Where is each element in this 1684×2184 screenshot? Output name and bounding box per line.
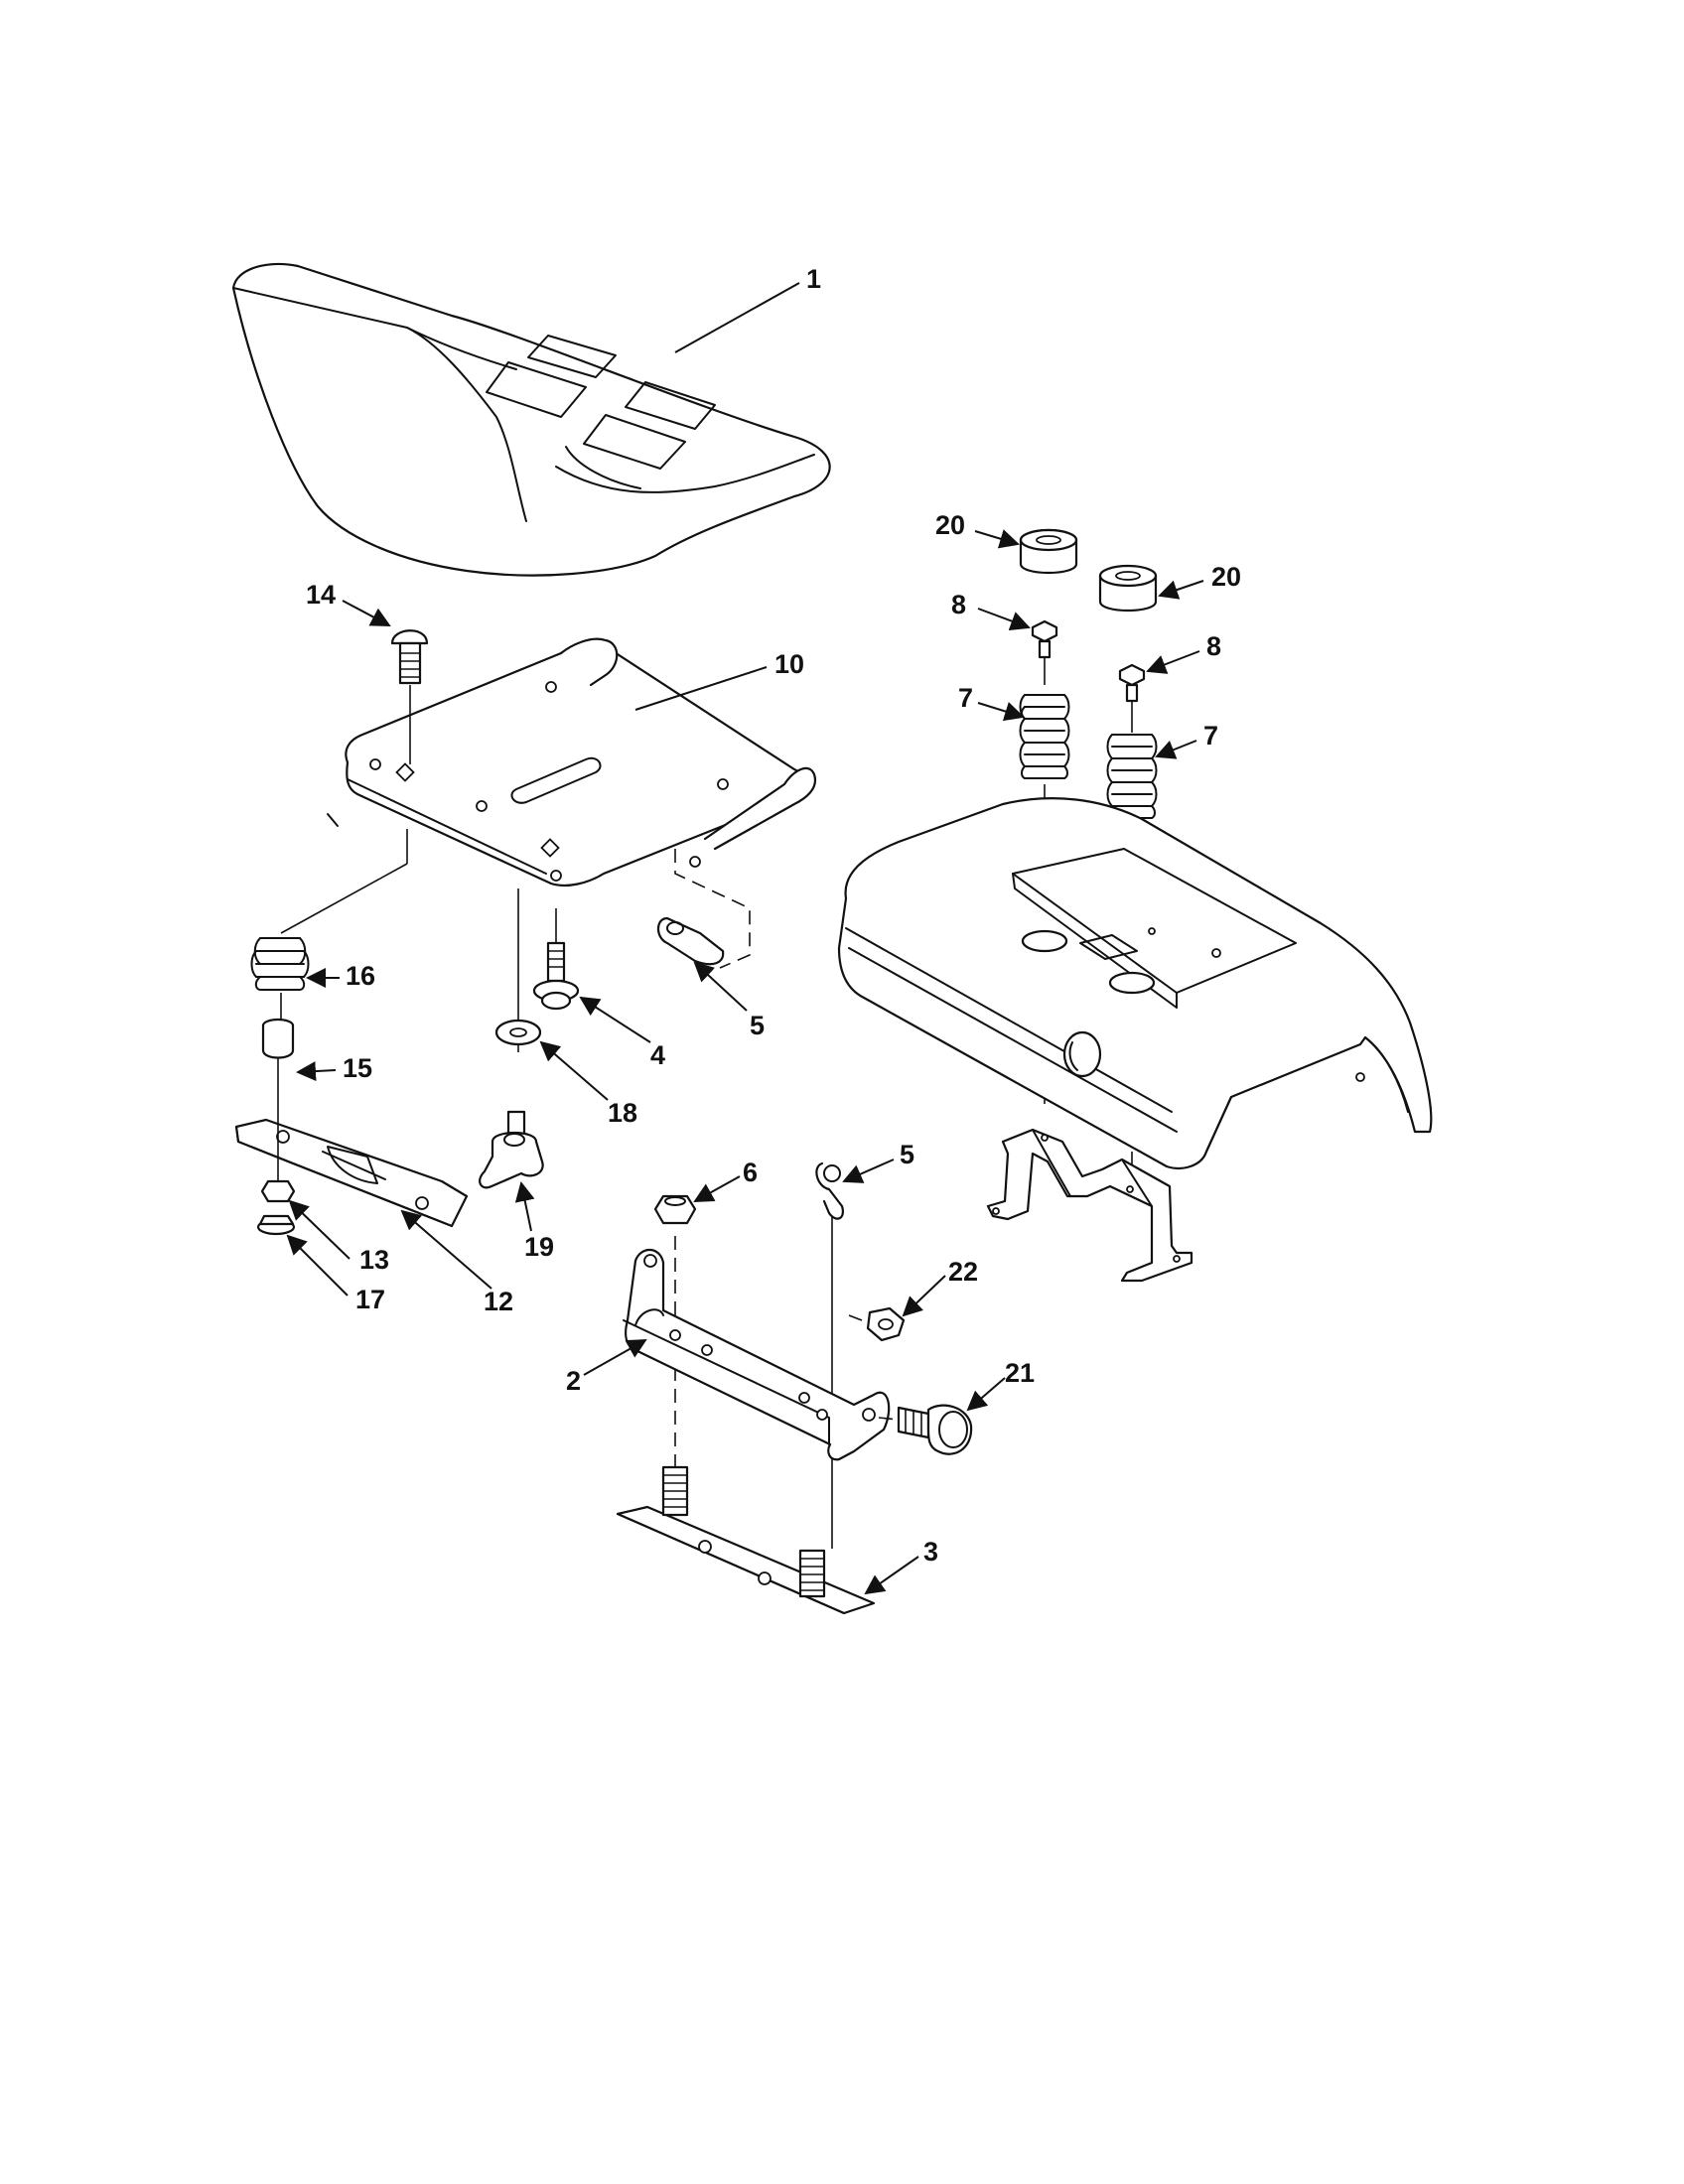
washer <box>494 1019 542 1046</box>
callout-15: 15 <box>343 1053 372 1083</box>
callout-20-left: 20 <box>935 510 965 540</box>
pivot-bracket <box>623 1248 891 1461</box>
leader-10 <box>634 666 768 711</box>
leader-3 <box>864 1556 919 1595</box>
leader-15 <box>296 1061 337 1082</box>
leader-19 <box>514 1181 535 1232</box>
lock-nut <box>866 1306 906 1342</box>
callout-7-right: 7 <box>1203 721 1218 751</box>
mounting-plate <box>616 1465 876 1615</box>
leader-17 <box>286 1234 349 1297</box>
callout-4: 4 <box>650 1040 665 1070</box>
leader-7-left <box>977 702 1025 722</box>
leader-12 <box>400 1209 492 1290</box>
nut-13 <box>260 1179 296 1203</box>
leader-6 <box>693 1175 741 1202</box>
seat <box>231 262 831 577</box>
callout-20-right: 20 <box>1211 562 1241 592</box>
leader-5-lower <box>842 1159 895 1183</box>
clip-lower <box>815 1161 844 1220</box>
shoulder-bolt <box>532 941 580 1011</box>
callout-5-lower: 5 <box>900 1140 914 1169</box>
flange-nut-17 <box>256 1214 296 1236</box>
leader-8-left <box>977 608 1031 631</box>
carriage-bolt <box>390 629 429 764</box>
leader-1 <box>674 282 800 353</box>
clip-upper <box>656 916 725 966</box>
hex-nut <box>653 1194 697 1225</box>
leader-22 <box>902 1275 946 1317</box>
seat-pan <box>327 637 817 887</box>
callout-12: 12 <box>484 1287 513 1316</box>
bumper-right <box>1098 564 1158 612</box>
shoulder-screw <box>897 1404 973 1455</box>
knob <box>479 1110 544 1189</box>
leader-2 <box>583 1339 647 1376</box>
small-spring <box>250 937 310 991</box>
callout-3: 3 <box>923 1537 938 1567</box>
seat-bracket <box>234 1118 469 1228</box>
callout-21: 21 <box>1005 1358 1035 1388</box>
leader-4 <box>579 996 651 1043</box>
leader-13 <box>288 1199 351 1260</box>
leader-5-upper <box>693 961 748 1012</box>
callout-7-left: 7 <box>958 683 973 713</box>
callout-18: 18 <box>608 1098 637 1128</box>
spring-right <box>1106 734 1158 819</box>
leader-8-right <box>1146 650 1200 674</box>
fender-support <box>986 1128 1193 1283</box>
spring-bolt-right <box>1118 663 1146 733</box>
callout-14: 14 <box>306 580 336 610</box>
leader-14 <box>342 600 391 626</box>
callout-6: 6 <box>743 1158 758 1187</box>
callout-8-right: 8 <box>1206 631 1221 661</box>
callout-10: 10 <box>774 649 804 679</box>
leader-18 <box>539 1040 609 1101</box>
callout-19: 19 <box>524 1232 554 1262</box>
leader-21 <box>966 1377 1006 1412</box>
callout-5-upper: 5 <box>750 1011 765 1040</box>
leader-20-left <box>974 529 1020 549</box>
spring-left <box>1019 694 1070 779</box>
spring-bolt-left <box>1031 619 1058 685</box>
bumper-left <box>1019 528 1078 574</box>
callout-2: 2 <box>566 1366 581 1396</box>
callout-17: 17 <box>355 1285 385 1314</box>
fender-pan <box>837 797 1433 1169</box>
callout-16: 16 <box>346 961 375 991</box>
callout-1: 1 <box>806 264 821 294</box>
callout-22: 22 <box>948 1257 978 1287</box>
leader-7-right <box>1155 740 1197 759</box>
callout-13: 13 <box>359 1245 389 1275</box>
leader-20-right <box>1158 580 1204 600</box>
spacer <box>261 1018 295 1059</box>
callout-8-left: 8 <box>951 590 966 619</box>
